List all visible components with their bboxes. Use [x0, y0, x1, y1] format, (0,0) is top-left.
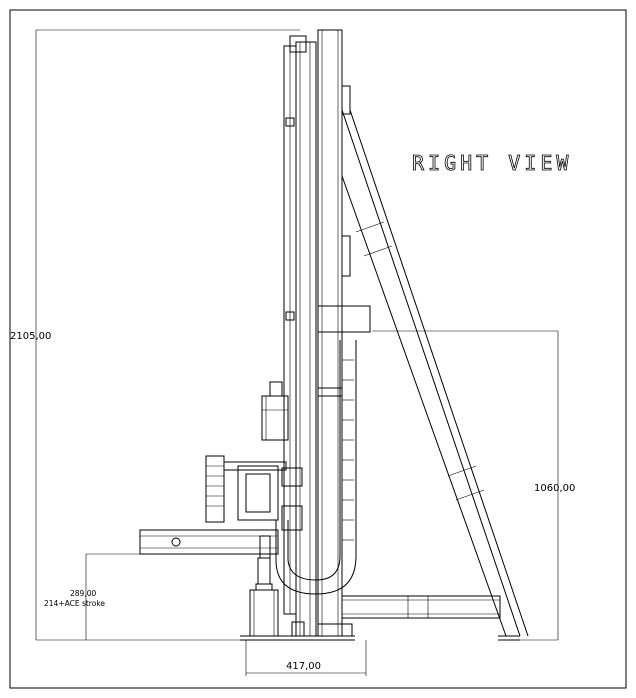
motor-unit [261, 381, 289, 441]
stroke-note-label: 214+ACE stroke [44, 599, 105, 608]
guide-rails [283, 35, 317, 637]
diagonal-strut [341, 109, 529, 637]
base-width-dimension: 417,00 [245, 640, 367, 676]
horizontal-arm [139, 529, 279, 559]
view-title: RIGHT VIEW [412, 151, 572, 175]
carriage [205, 455, 303, 531]
overall-height-dimension: 2105,00 [10, 29, 300, 641]
base-height-label: 289,00 [70, 589, 96, 598]
column-height-dimension: 1060,00 [372, 330, 575, 641]
overall-height-label: 2105,00 [10, 331, 51, 342]
base-plate [240, 635, 520, 641]
column-height-label: 1060,00 [534, 483, 575, 494]
tie-beam [341, 595, 501, 619]
main-column [317, 29, 371, 637]
base-height-dimension: 289,00 214+ACE stroke [44, 553, 262, 640]
cable-chain [275, 340, 357, 595]
drawing-frame [9, 9, 627, 689]
base-width-label: 417,00 [286, 661, 321, 672]
lift-cylinder [249, 557, 279, 637]
